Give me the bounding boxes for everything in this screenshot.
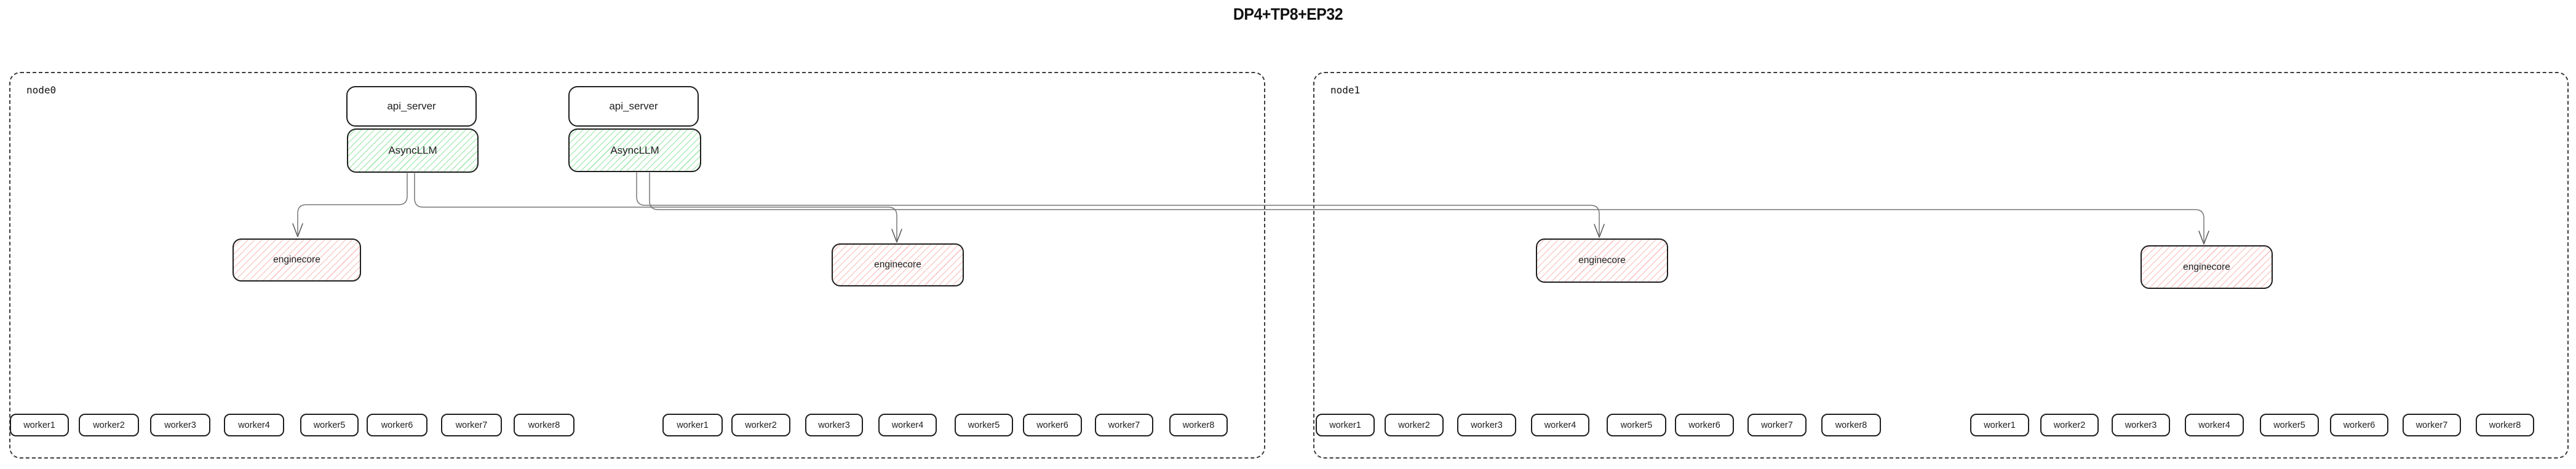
worker-box: worker5: [955, 414, 1013, 436]
node1-group: node1: [1313, 72, 2569, 459]
worker-box: worker2: [2040, 414, 2099, 436]
worker-box: worker2: [1385, 414, 1444, 436]
worker-box: worker8: [1821, 414, 1881, 436]
worker-box: worker1: [10, 414, 69, 436]
worker-box: worker8: [1169, 414, 1228, 436]
worker-box: worker8: [514, 414, 574, 436]
enginecore-box-3: enginecore: [1536, 238, 1668, 283]
worker-box: worker6: [2330, 414, 2388, 436]
worker-box: worker2: [731, 414, 790, 436]
api-server-box-1: api_server: [346, 86, 477, 127]
worker-box: worker2: [79, 414, 139, 436]
node0-label: node0: [26, 84, 57, 96]
worker-box: worker7: [1747, 414, 1807, 436]
worker-box: worker4: [878, 414, 937, 436]
worker-box: worker4: [1531, 414, 1589, 436]
worker-box: worker7: [441, 414, 502, 436]
enginecore-box-4: enginecore: [2141, 245, 2273, 289]
worker-box: worker3: [2112, 414, 2170, 436]
worker-box: worker6: [1023, 414, 1082, 436]
worker-box: worker5: [2260, 414, 2319, 436]
worker-box: worker1: [662, 414, 723, 436]
worker-box: worker7: [2403, 414, 2461, 436]
worker-box: worker3: [1457, 414, 1516, 436]
asyncllm-box-2: AsyncLLM: [568, 128, 701, 172]
worker-box: worker5: [1607, 414, 1666, 436]
worker-box: worker3: [150, 414, 210, 436]
diagram-title: DP4+TP8+EP32: [1233, 5, 1343, 23]
worker-box: worker1: [1970, 414, 2029, 436]
worker-box: worker5: [300, 414, 359, 436]
worker-box: worker1: [1316, 414, 1375, 436]
enginecore-box-2: enginecore: [832, 243, 964, 286]
worker-box: worker7: [1095, 414, 1153, 436]
api-server-box-2: api_server: [568, 86, 699, 127]
worker-box: worker3: [805, 414, 863, 436]
worker-box: worker4: [2185, 414, 2244, 436]
worker-box: worker8: [2476, 414, 2534, 436]
node1-label: node1: [1330, 84, 1361, 96]
enginecore-box-1: enginecore: [233, 238, 361, 282]
node0-group: node0: [9, 72, 1265, 459]
worker-box: worker4: [224, 414, 284, 436]
asyncllm-box-1: AsyncLLM: [347, 128, 479, 173]
worker-box: worker6: [1675, 414, 1734, 436]
worker-box: worker6: [367, 414, 427, 436]
